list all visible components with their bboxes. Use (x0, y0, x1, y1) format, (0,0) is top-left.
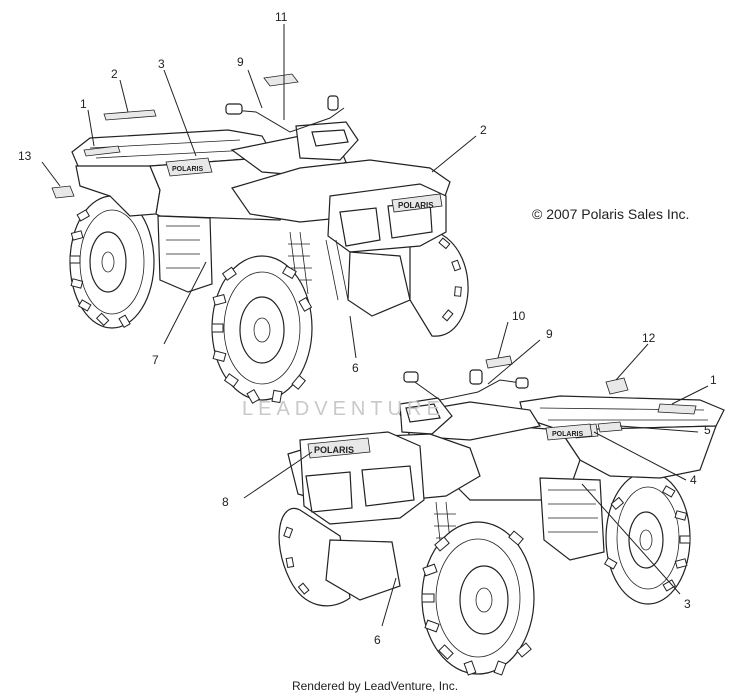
front-logo-text-bottom: POLARIS (314, 445, 354, 455)
callout-numbers-top: 11 2 3 9 1 2 13 7 6 (18, 10, 487, 375)
decal-11-loose (263, 73, 299, 87)
decal-12-loose (605, 377, 629, 395)
decal-5 (597, 421, 623, 433)
rear-rack-decal-1 (83, 145, 121, 157)
callout-6-top: 6 (352, 361, 359, 375)
side-logo-text-bottom: POLARIS (552, 431, 583, 438)
watermark: LEADVENTURE (242, 398, 445, 420)
bottom-atv-body: POLARIS POLARIS (287, 369, 725, 601)
decal-13-loose (51, 185, 75, 199)
callout-1-top: 1 (80, 97, 87, 111)
front-right-wheel-bottom (421, 521, 535, 676)
callout-6-bottom: 6 (374, 633, 381, 647)
footer-credit: Rendered by LeadVenture, Inc. (291, 679, 459, 693)
callout-1-bottom: 1 (710, 373, 717, 387)
rear-left-wheel (69, 195, 155, 329)
callout-7-top: 7 (152, 353, 159, 367)
rear-right-wheel-bottom (603, 471, 691, 605)
side-logo-text: POLARIS (172, 166, 203, 173)
callout-4-bottom: 4 (690, 473, 697, 487)
callout-numbers-bottom: 10 9 12 1 5 4 8 3 6 (222, 309, 717, 647)
front-logo-text-top: POLARIS (398, 201, 434, 210)
callout-11-top: 11 (275, 10, 288, 24)
callout-3-top: 3 (158, 57, 165, 71)
rear-rack-decal-1b (657, 403, 697, 415)
front-polaris-decal-top (391, 193, 443, 213)
callout-9-top: 9 (237, 55, 244, 69)
callout-2-top-right: 2 (480, 123, 487, 137)
callout-5-bottom: 5 (704, 423, 711, 437)
callout-9-bottom: 9 (546, 327, 553, 341)
atv-bottom-view: POLARIS POLARIS (278, 355, 725, 676)
copyright-text: © 2007 Polaris Sales Inc. (532, 206, 690, 222)
atv-top-view: POLARIS POLARIS (51, 73, 469, 404)
leader-lines (41, 24, 709, 627)
front-left-wheel (211, 255, 313, 404)
callout-2-top-left: 2 (111, 67, 118, 81)
side-decal-polaris-top (165, 157, 213, 177)
callout-13-top: 13 (18, 149, 32, 163)
top-atv-body: POLARIS POLARIS (71, 95, 451, 317)
callout-8-bottom: 8 (222, 495, 229, 509)
side-decal-polaris-bottom (545, 423, 593, 441)
decal-10-loose (485, 355, 513, 369)
callout-3-bottom: 3 (684, 597, 691, 611)
callout-12-bottom: 12 (642, 331, 656, 345)
decal-2-loose (103, 109, 157, 121)
callout-10-bottom: 10 (512, 309, 526, 323)
